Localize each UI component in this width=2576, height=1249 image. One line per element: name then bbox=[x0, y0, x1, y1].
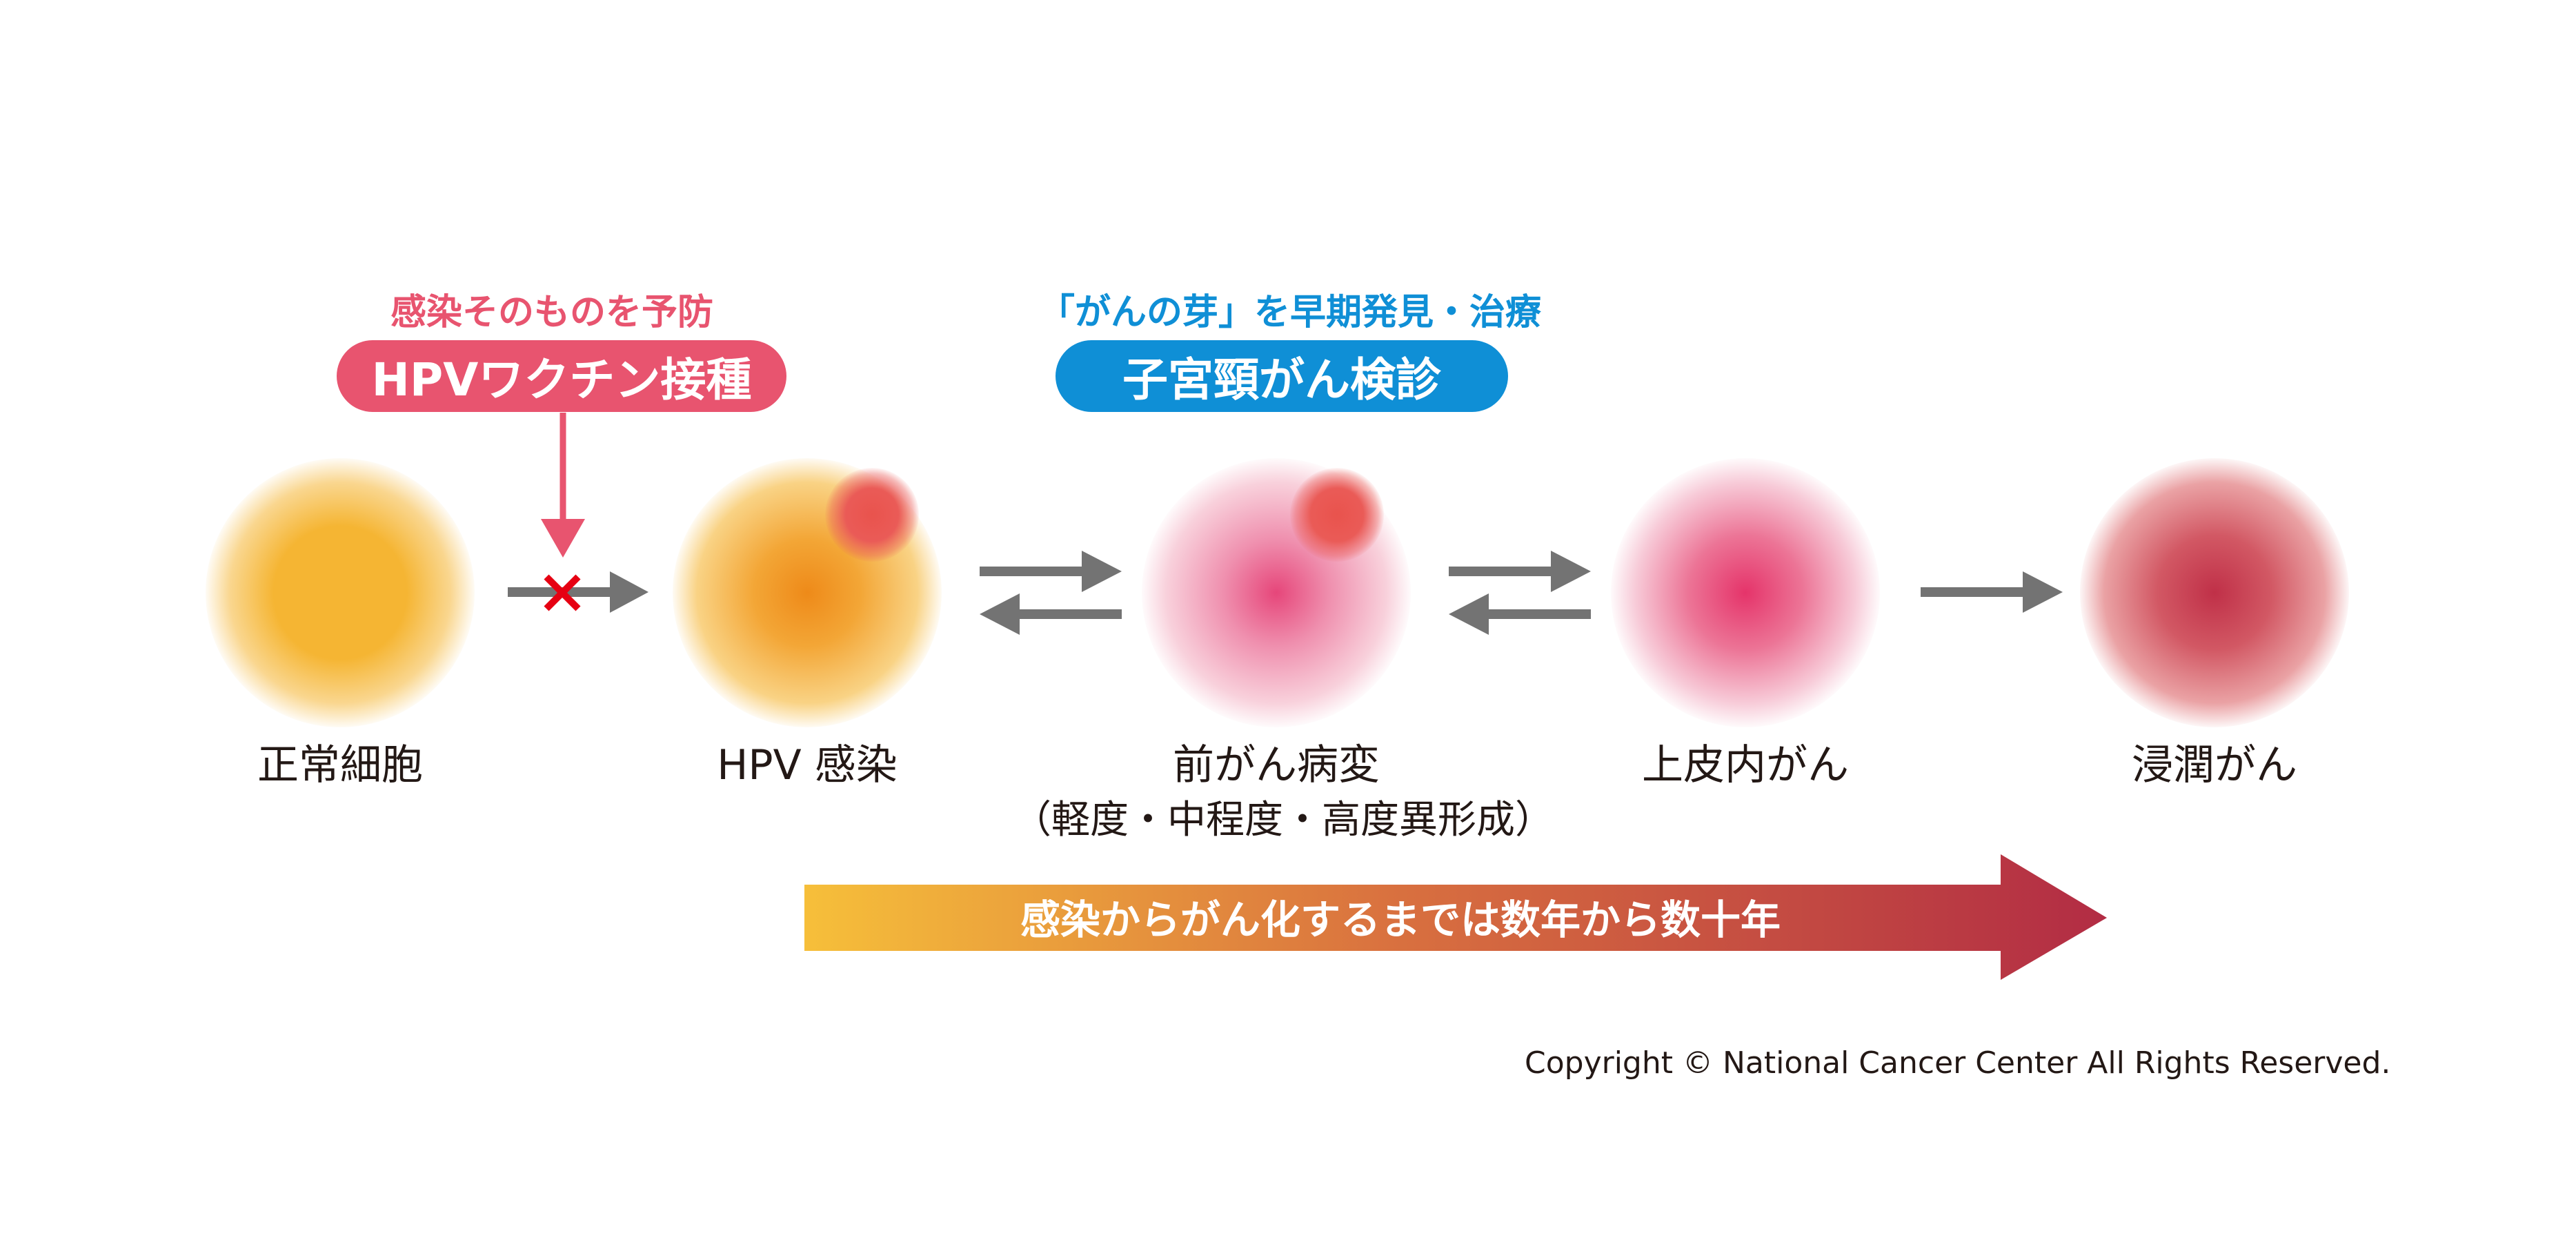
invasive-cancer-cell bbox=[2080, 458, 2349, 727]
vaccine-pill: HPVワクチン接種 bbox=[337, 340, 786, 412]
reversible-arrows-icon-1 bbox=[980, 551, 1122, 635]
screening-caption: 「がんの芽」を早期発見・治療 bbox=[1038, 292, 1541, 333]
vaccine-down-arrow bbox=[541, 413, 585, 558]
stage-label-in-situ: 上皮内がん bbox=[1642, 741, 1849, 789]
vaccine-caption: 感染そのものを予防 bbox=[390, 292, 713, 333]
stage-label-hpv: HPV 感染 bbox=[717, 741, 898, 789]
timeline-arrow bbox=[804, 854, 2107, 980]
stage-label-normal: 正常細胞 bbox=[257, 741, 423, 789]
blocked-cross-icon bbox=[544, 574, 581, 611]
hpv-bud bbox=[825, 468, 919, 562]
precancer-bud bbox=[1290, 468, 1384, 562]
stage-sublabel-precancer: （軽度・中程度・高度異形成） bbox=[1013, 798, 1554, 843]
timeline-text: 感染からがん化するまでは数年から数十年 bbox=[1020, 896, 1781, 943]
copyright: Copyright © National Cancer Center All R… bbox=[1525, 1045, 2391, 1081]
normal-cell bbox=[206, 458, 475, 727]
carcinoma-in-situ-cell bbox=[1611, 458, 1880, 727]
reversible-arrows-icon-2 bbox=[1449, 551, 1591, 635]
screening-pill: 子宮頸がん検診 bbox=[1056, 340, 1508, 412]
stage-label-invasive: 浸潤がん bbox=[2132, 741, 2297, 789]
stage-label-precancer: 前がん病変 bbox=[1173, 741, 1380, 789]
arrow-right-icon-2 bbox=[1921, 571, 2063, 613]
